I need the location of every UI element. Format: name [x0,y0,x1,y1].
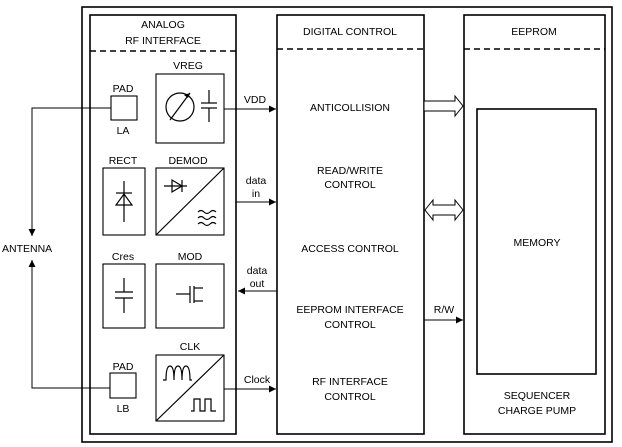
clk-label: CLK [180,341,200,353]
pad-la: PAD LA [110,83,138,137]
vreg-block: VREG [155,60,225,144]
eeprom-interface-control-line1: EEPROM INTERFACE [296,304,403,316]
vdd-signal: VDD [224,94,276,113]
eeprom-block: EEPROM [463,14,606,435]
anticollision-label: ANTICOLLISION [310,102,390,114]
eeprom-block-title: EEPROM [511,26,557,38]
read-write-data-bus-arrow [424,198,464,222]
antenna-wiring [28,107,111,389]
data-out-label-line1: data [247,265,268,277]
demod-block: DEMOD [155,155,225,236]
rect-block: RECT [102,155,146,236]
rw-signal: R/W [424,304,463,324]
data-out-label-line2: out [250,278,265,290]
clock-signal: Clock [224,374,276,393]
digital-control-block: DIGITAL CONTROL [276,14,425,435]
mod-label: MOD [178,251,203,263]
cres-block: Cres [102,251,146,329]
memory-box: MEMORY [476,108,597,375]
rect-label: RECT [109,155,138,167]
charge-pump-label: CHARGE PUMP [498,405,576,417]
vdd-label: VDD [244,94,267,106]
data-in-label-line2: in [252,188,260,200]
sequencer-label: SEQUENCER [504,390,571,402]
data-out-signal: data out [238,265,277,295]
pad-lb-subtitle: LB [117,403,130,415]
antenna-label: ANTENNA [2,243,52,255]
rw-label: R/W [434,304,455,316]
pad-la-title: PAD [113,83,134,95]
vreg-label: VREG [173,60,203,72]
data-in-label-line1: data [246,175,267,187]
pad-lb: PAD LB [109,361,137,415]
rf-interface-control-line2: CONTROL [324,391,375,403]
clk-block: CLK [155,341,225,422]
pad-lb-title: PAD [113,361,134,373]
access-control-label: ACCESS CONTROL [301,243,399,255]
digital-block-title: DIGITAL CONTROL [303,26,397,38]
rf-interface-control-line1: RF INTERFACE [312,376,388,388]
mod-block: MOD [155,251,225,329]
outer-frame [81,6,613,443]
analog-block-title-line1: ANALOG [141,19,185,31]
clock-label: Clock [244,374,271,386]
analog-block-title-line2: RF INTERFACE [125,35,201,47]
demod-label: DEMOD [168,155,208,167]
memory-label: MEMORY [513,237,560,249]
eeprom-interface-control-line2: CONTROL [324,319,375,331]
cres-label: Cres [112,251,134,263]
read-write-control-line1: READ/WRITE [317,165,383,177]
analog-rf-interface-block: ANALOG RF INTERFACE [89,14,237,435]
anticollision-to-memory-arrow [423,94,464,118]
data-in-signal: data in [236,175,276,206]
read-write-control-line2: CONTROL [324,179,375,191]
pad-la-subtitle: LA [117,125,130,137]
